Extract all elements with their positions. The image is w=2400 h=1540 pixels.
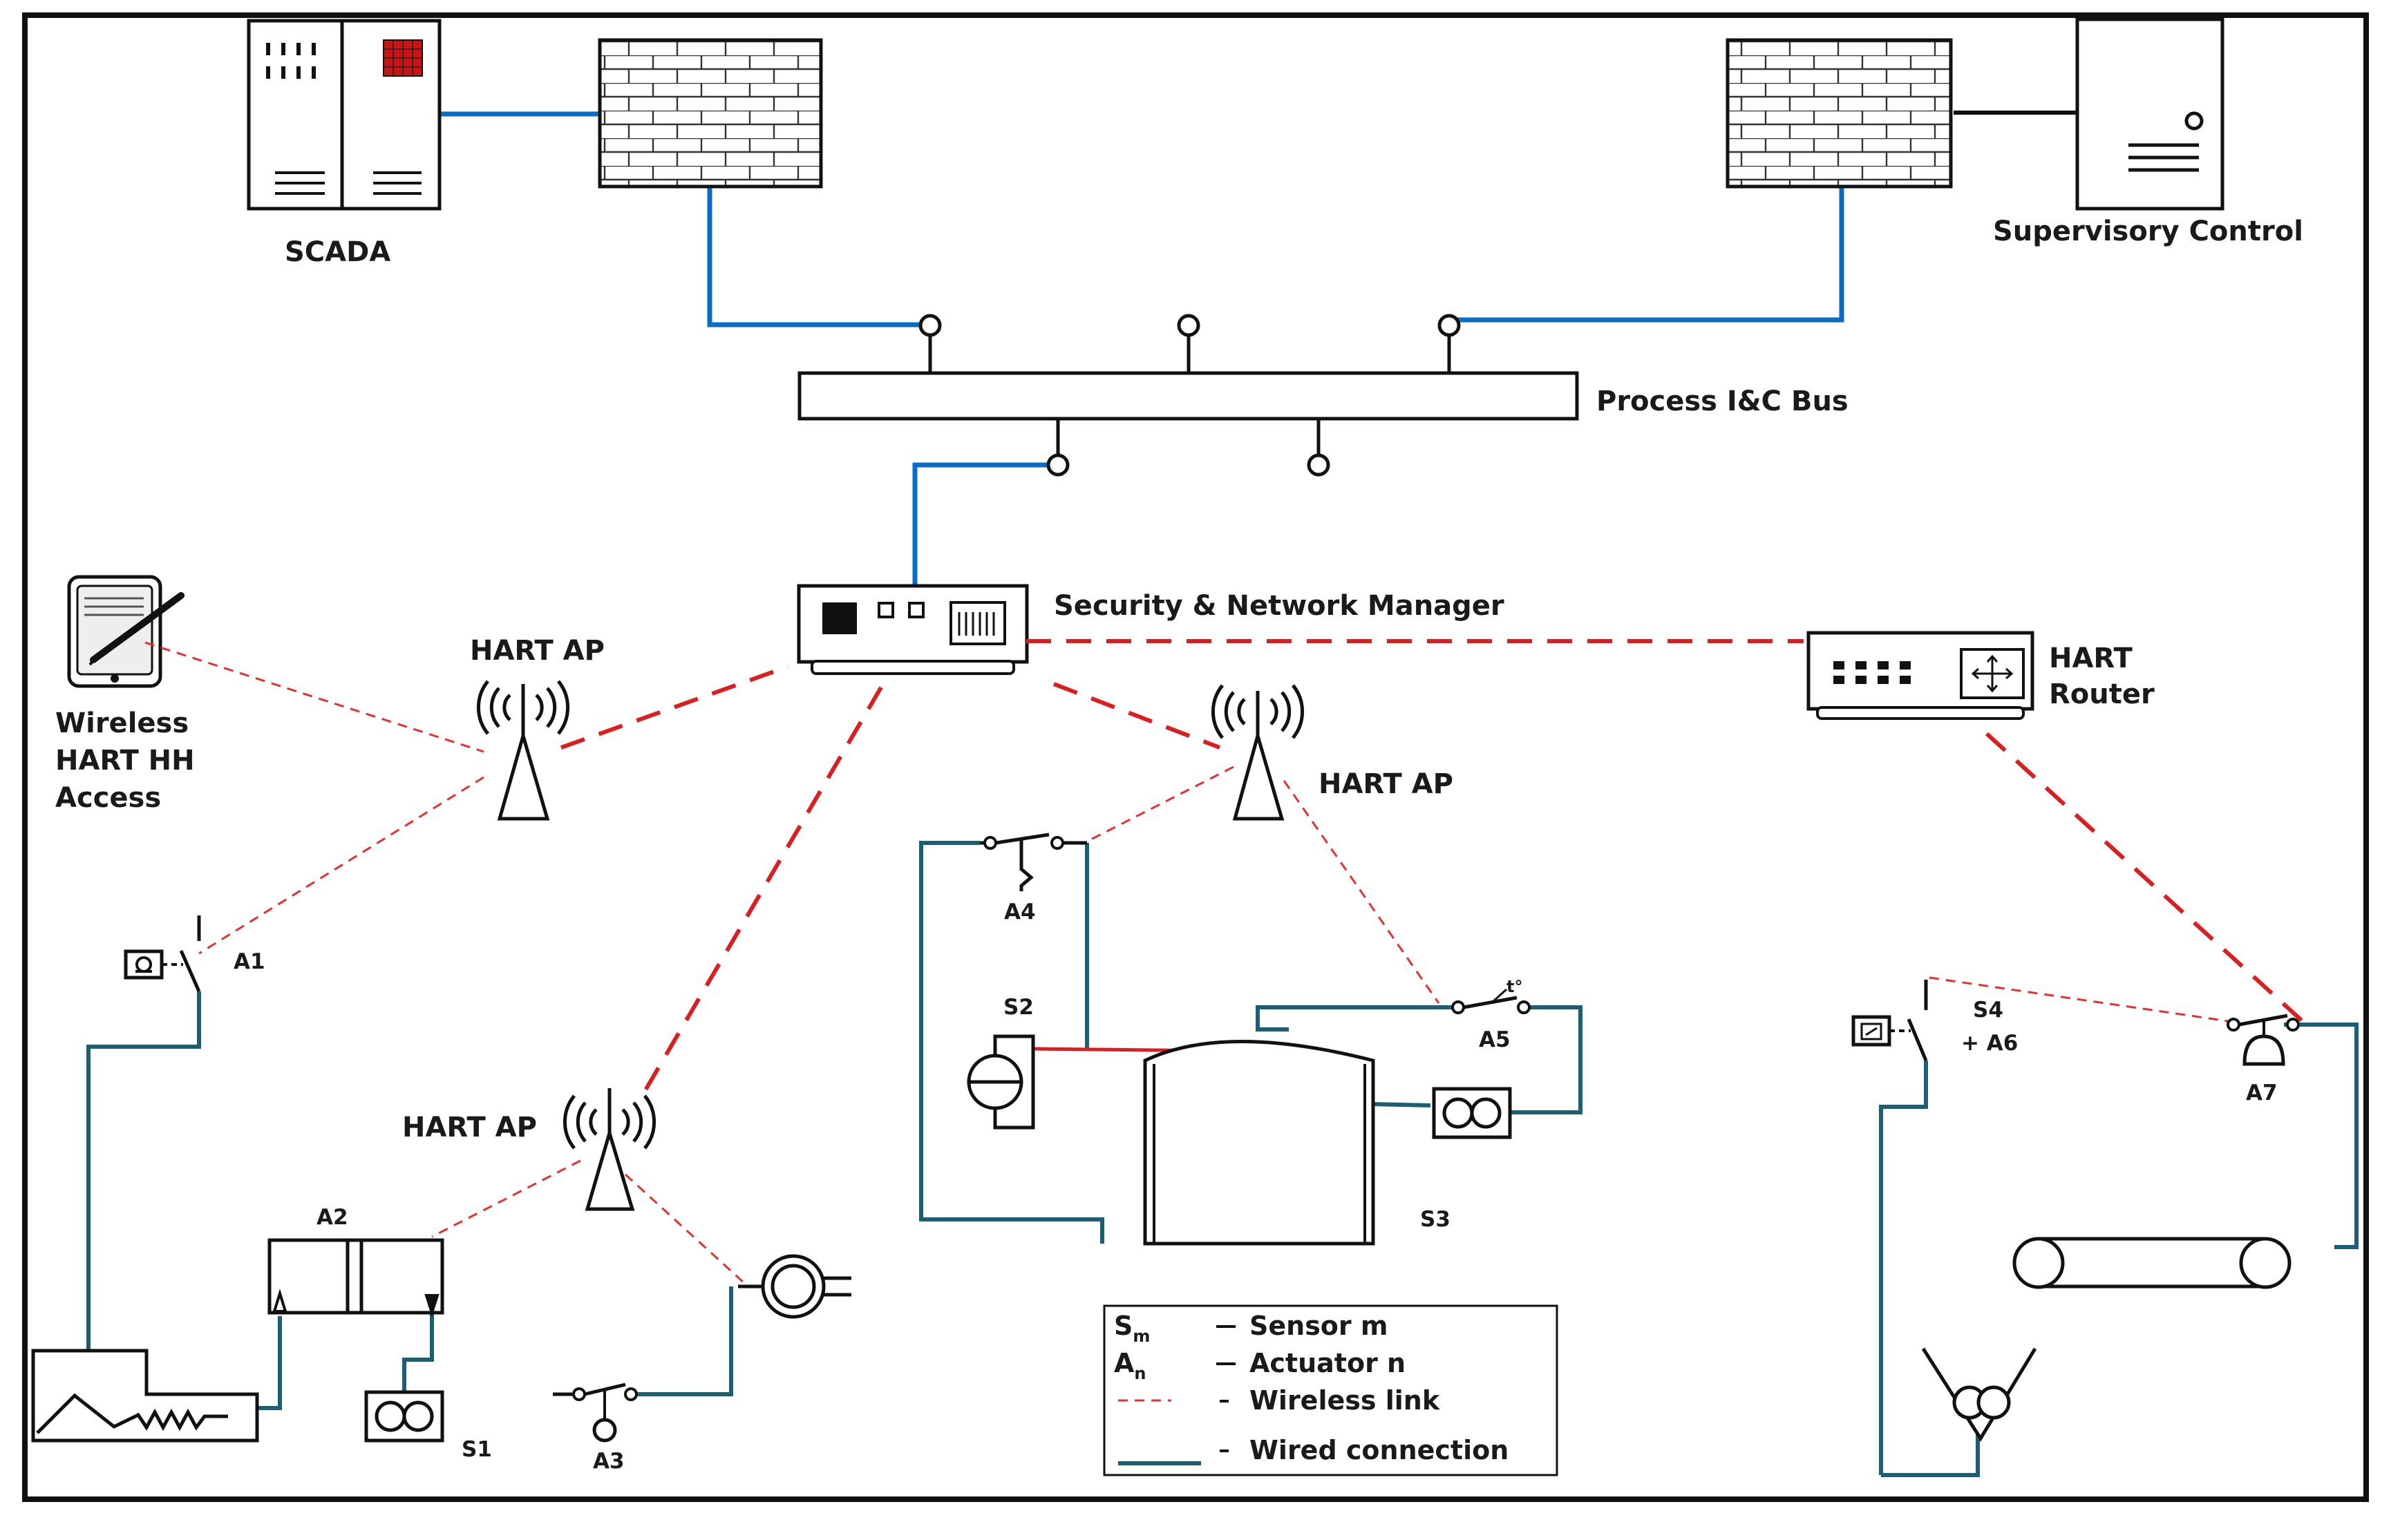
supervisory-server-icon (2075, 17, 2224, 211)
a3-label: A3 (593, 1449, 625, 1474)
legend-actuator-symbol: An (1114, 1348, 1146, 1383)
handheld-label-line1: Wireless (55, 707, 189, 739)
a5-label: A5 (1479, 1027, 1511, 1052)
diagram-frame (22, 12, 2369, 1502)
a1-label: A1 (234, 949, 265, 974)
hopper-icon (1921, 1347, 2037, 1442)
a3-switch-icon (553, 1382, 638, 1443)
legend-sensor-text: Sensor m (1249, 1311, 1388, 1341)
hart-router-icon (1806, 631, 2034, 720)
a7-label: A7 (2246, 1081, 2278, 1105)
hart-ap-bottom-label: HART AP (402, 1112, 537, 1143)
process-bus (797, 314, 1579, 477)
manager-label: Security & Network Manager (1054, 590, 1504, 622)
legend-actuator-text: Actuator n (1249, 1348, 1406, 1378)
firewall-left-icon (598, 38, 823, 189)
a7-switch-icon (2227, 1014, 2300, 1066)
a2-label: A2 (316, 1205, 348, 1230)
firewall-right-icon (1726, 38, 1953, 189)
s1-sensor-icon (364, 1390, 444, 1443)
s2-sensor-icon (967, 1034, 1035, 1130)
bus-label: Process I&C Bus (1596, 386, 1849, 417)
s4-a6-label-line2: + A6 (1961, 1031, 2018, 1056)
supervisory-label: Supervisory Control (1993, 216, 2303, 247)
hart-ap-right-label: HART AP (1319, 768, 1453, 800)
a4-label: A4 (1004, 900, 1036, 924)
legend: Sm Sensor m An Actuator n Wireless link … (1103, 1304, 1558, 1476)
field-wiring (86, 841, 2359, 1477)
backbone-wires (439, 111, 1844, 587)
handheld-label-line2: HART HH (55, 745, 195, 777)
hart-ap-left-icon (477, 680, 569, 821)
s4-a6-label-line1: S4 (1973, 998, 2003, 1023)
furnace-icon (31, 1349, 259, 1443)
scada-server-icon (247, 19, 442, 211)
s2-label: S2 (1003, 995, 1034, 1020)
handheld-device-icon (67, 575, 185, 688)
a5-switch-icon (1451, 988, 1531, 1014)
flow-meter-icon (738, 1254, 851, 1319)
legend-wireless-text: Wireless link (1249, 1385, 1440, 1416)
handheld-label-line3: Access (55, 782, 161, 814)
hart-ap-right-icon (1211, 684, 1304, 821)
s4-a6-switch-icon (1851, 980, 1928, 1061)
tank-icon (1143, 1040, 1375, 1246)
legend-sensor-symbol: Sm (1114, 1311, 1150, 1346)
wireless-links (144, 639, 2314, 1285)
conveyor-icon (2012, 1237, 2292, 1289)
s3-sensor-icon (1432, 1087, 1512, 1139)
s3-label: S3 (1420, 1207, 1451, 1232)
a4-switch-icon (980, 833, 1087, 891)
legend-wired-text: Wired connection (1249, 1435, 1509, 1465)
a1-switch-icon (124, 915, 201, 993)
a2-valve-icon (267, 1238, 444, 1318)
s1-label: S1 (462, 1437, 492, 1462)
router-label-line2: Router (2049, 678, 2155, 710)
a5-temp-label: t° (1506, 977, 1522, 996)
router-label-line1: HART (2049, 643, 2133, 674)
hart-ap-bottom-icon (563, 1088, 656, 1211)
hart-ap-left-label: HART AP (470, 635, 605, 667)
scada-label: SCADA (285, 236, 390, 268)
network-manager-icon (797, 584, 1029, 675)
